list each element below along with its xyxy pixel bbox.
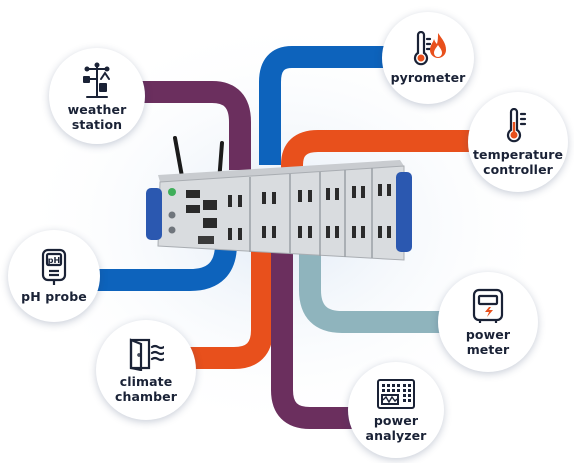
- daq-rack: [146, 136, 412, 261]
- rack-top: [158, 160, 404, 182]
- device-pyrometer: pyrometer: [382, 12, 474, 104]
- device-label: power: [373, 412, 419, 428]
- connection-power-meter: [299, 240, 450, 333]
- thermometer-flame-icon: [413, 31, 446, 66]
- connection-temperature-controller: [281, 130, 478, 170]
- weather-station-icon: [83, 62, 110, 98]
- device-label: pyrometer: [390, 70, 466, 85]
- rack-handle-right: [396, 172, 412, 252]
- ph-meter-icon: pH: [41, 248, 67, 285]
- device-label: pH probe: [21, 289, 87, 304]
- connection-weather-station: [140, 81, 251, 170]
- device-label: controller: [483, 161, 553, 177]
- device-label: climate: [119, 373, 173, 389]
- device-power-analyzer: power analyzer: [348, 362, 444, 458]
- device-label: analyzer: [365, 427, 427, 443]
- device-weather-station: weather station: [49, 48, 145, 144]
- power-analyzer-icon: [377, 378, 415, 409]
- device-label: temperature: [472, 146, 564, 162]
- climate-chamber-icon: [129, 337, 164, 371]
- device-temperature-controller: temperature controller: [468, 92, 568, 192]
- ph-icon-text: pH: [48, 256, 60, 265]
- rack-handle-left: [146, 188, 162, 240]
- device-power-meter: power meter: [438, 272, 538, 372]
- connection-power-analyzer: [271, 245, 360, 429]
- device-label: chamber: [114, 388, 178, 404]
- thermometer-icon: [506, 107, 527, 142]
- power-meter-icon: [472, 288, 504, 323]
- device-label: power: [465, 326, 511, 342]
- device-label: meter: [466, 341, 510, 357]
- device-label: weather: [67, 101, 127, 117]
- device-ph-probe: pH pH probe: [8, 230, 100, 322]
- connection-climate-chamber: [160, 245, 273, 369]
- device-climate-chamber: climate chamber: [96, 320, 196, 420]
- connection-pyrometer: [259, 46, 392, 165]
- device-label: station: [71, 116, 123, 132]
